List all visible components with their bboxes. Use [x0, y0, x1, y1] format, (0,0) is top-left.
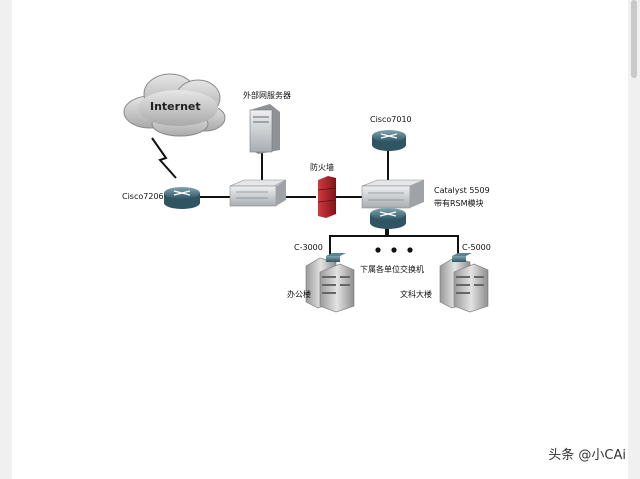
catalyst-5509-switch-icon [361, 179, 425, 209]
catalyst-label-line2: 带有RSM模块 [434, 198, 484, 208]
c5000-label: C-5000 [462, 243, 491, 252]
left-margin [0, 0, 12, 479]
external-server-label: 外部网服务器 [243, 90, 291, 100]
watermark: 头条 @小CAi [548, 448, 626, 463]
internet-label: Internet [150, 100, 201, 113]
catalyst-label-line1: Catalyst 5509 [434, 186, 490, 195]
c5000-switch-icon [452, 253, 472, 262]
wan-link-lightning-icon [151, 137, 177, 179]
external-server-icon [249, 104, 280, 154]
sub-switches-label: 下属各单位交换机 [360, 264, 424, 274]
access-switch-icon [229, 179, 287, 207]
cisco7206-router-icon [164, 187, 200, 209]
c3000-label: C-3000 [294, 243, 323, 252]
liberal-arts-label: 文科大楼 [400, 289, 432, 299]
cisco7010-label: Cisco7010 [370, 115, 412, 124]
office-building-icon [305, 257, 355, 313]
firewall-icon [317, 176, 337, 218]
links [198, 150, 459, 262]
link-catalyst-c5000 [387, 228, 459, 262]
firewall-label: 防火墙 [310, 162, 334, 172]
link-catalyst-c3000 [329, 228, 387, 262]
cisco7010-router-icon [372, 130, 406, 151]
liberal-arts-building-icon [439, 257, 489, 313]
scrollbar-track[interactable] [628, 0, 640, 479]
scrollbar-thumb[interactable] [631, 0, 637, 78]
internet-cloud-icon [123, 73, 226, 137]
more-switches-dots [375, 247, 413, 253]
office-label: 办公楼 [287, 289, 311, 299]
cisco7206-label: Cisco7206 [122, 192, 164, 201]
rsm-module-router-icon [370, 208, 406, 229]
c3000-switch-icon [326, 253, 346, 262]
